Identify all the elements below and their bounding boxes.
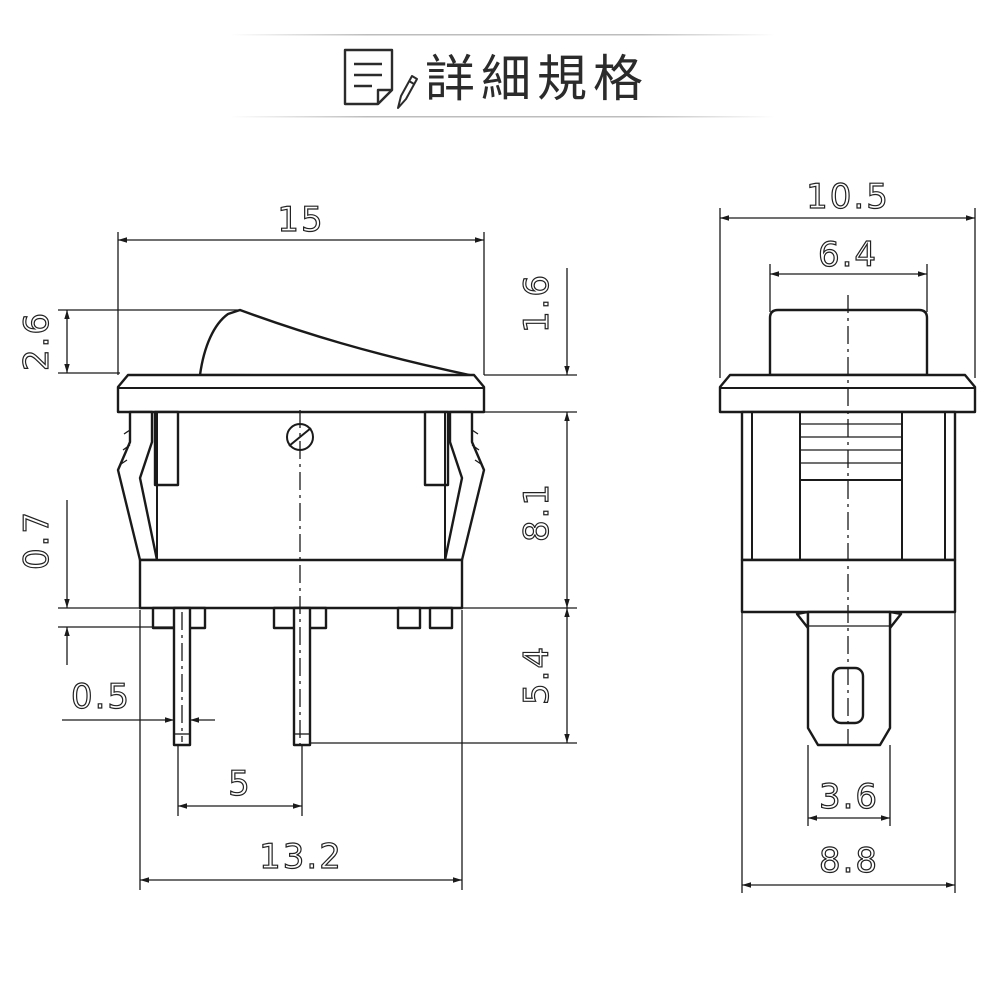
terminal-pin [292,606,312,747]
right-clip [443,410,486,562]
left-tab [153,410,180,487]
rocker-button [198,308,476,378]
dim-label: 0.5 [71,677,131,717]
dim-foot: 0.7 [16,500,174,665]
dim-pin-length: 5.4 [310,607,577,744]
left-clip [116,410,159,562]
clip-serrations [120,429,482,465]
dim-flange: 1.6 [484,268,577,413]
front-view: 15 2.6 1.6 8.1 5.4 [16,199,577,890]
dim-label: 6.4 [818,235,878,275]
body-base [138,558,464,610]
dim-label: 0.7 [17,510,57,570]
foot [396,606,422,630]
dim-rocker: 2.6 [16,309,240,374]
side-terminal-wing [795,610,810,630]
dim-label: 15 [277,200,324,240]
dim-label: 8.8 [819,841,879,881]
dim-label: 8.1 [517,482,557,542]
dim-label: 10.5 [806,177,890,217]
front-flange [116,373,486,414]
dim-overall-top: 15 [117,199,485,375]
side-ribs [800,423,902,481]
header-bottom-rule [230,116,775,118]
side-terminal-wing [888,610,903,630]
dim-pin-thickness: 0.5 [62,676,215,723]
foot [428,606,454,630]
side-view: 10.5 6.4 3.6 8.8 [718,176,977,893]
dim-pin-pitch: 5 [177,745,303,816]
dim-label: 3.6 [819,777,879,817]
dim-label: 1.6 [517,273,557,333]
dim-body-width: 13.2 [139,610,463,890]
dim-cap-width: 6.4 [769,234,928,312]
right-tab [423,410,450,487]
dim-label: 13.2 [259,837,343,877]
dim-terminal-width: 3.6 [807,745,891,826]
header: 詳細規格 [230,34,775,118]
dim-body: 8.1 [516,412,570,608]
dim-label: 5.4 [517,645,557,705]
dim-flange-width: 10.5 [719,176,976,378]
pivot-slash [288,427,312,447]
page-title: 詳細規格 [425,50,649,108]
dim-label: 2.6 [17,311,57,371]
dim-label: 5 [228,764,252,804]
header-top-rule [230,34,775,36]
front-switch-outline [116,308,486,747]
document-pencil-icon [343,48,418,109]
dim-side-body-width: 8.8 [741,612,956,893]
